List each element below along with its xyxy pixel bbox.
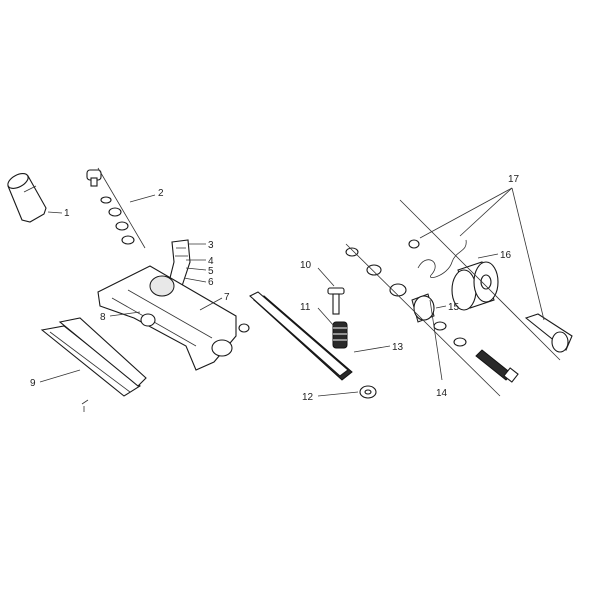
callout-2: 2 xyxy=(158,188,164,199)
part-9-rails xyxy=(40,317,147,412)
callout-10: 10 xyxy=(300,260,312,271)
threaded-bolt xyxy=(475,349,519,383)
callout-1: 1 xyxy=(64,208,70,219)
part-13-brush-strip xyxy=(249,291,353,381)
callout-9: 9 xyxy=(30,378,36,389)
part-2-screw-washers xyxy=(86,167,146,249)
callout-4: 4 xyxy=(208,256,214,267)
callout-5: 5 xyxy=(208,266,214,277)
callout-17: 17 xyxy=(508,174,520,185)
callout-12: 12 xyxy=(302,392,314,403)
callout-8: 8 xyxy=(100,312,106,323)
callout-13: 13 xyxy=(392,342,404,353)
callout-15: 15 xyxy=(448,302,460,313)
part-12-nut xyxy=(359,385,377,399)
callout-11: 11 xyxy=(300,302,311,313)
part-1-adapter xyxy=(7,173,47,223)
callout-7: 7 xyxy=(224,292,230,303)
callout-3: 3 xyxy=(208,240,214,251)
part-14-15-washers-wheel xyxy=(345,247,467,347)
callout-16: 16 xyxy=(500,250,512,261)
part-17-clip-axle xyxy=(408,239,573,353)
part-10-screw xyxy=(327,287,345,315)
part-11-spring xyxy=(332,321,348,349)
callout-14: 14 xyxy=(436,388,448,399)
part-16-roller xyxy=(451,261,499,311)
leader-lines xyxy=(39,187,561,397)
part-8-head-body xyxy=(97,265,250,371)
callout-labels: 1 2 3 4 5 6 7 8 9 10 11 12 13 14 15 16 1… xyxy=(30,174,520,403)
callout-6: 6 xyxy=(208,277,214,288)
